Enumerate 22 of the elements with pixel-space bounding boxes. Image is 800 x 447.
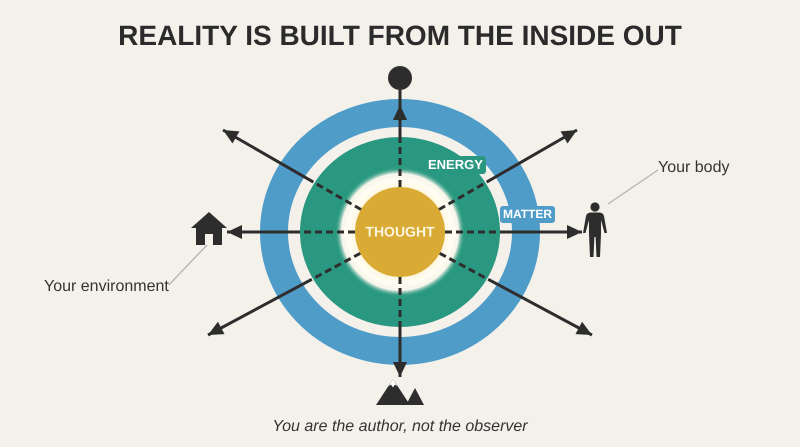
title: REALITY IS BUILT FROM THE INSIDE OUT bbox=[118, 19, 682, 53]
dot-icon bbox=[388, 66, 412, 90]
arrow bbox=[207, 252, 361, 336]
core-label: THOUGHT bbox=[365, 224, 435, 240]
arrow bbox=[445, 225, 582, 239]
arrow bbox=[439, 252, 593, 336]
arrow bbox=[438, 128, 578, 211]
arrow bbox=[227, 225, 355, 239]
leader-line bbox=[608, 169, 658, 205]
arrow bbox=[222, 128, 362, 211]
arrow bbox=[393, 277, 407, 377]
callout-label: Your environment bbox=[44, 277, 169, 297]
ring-label: MATTER bbox=[500, 206, 556, 223]
caption: You are the author, not the observer bbox=[272, 417, 528, 437]
middle-ring bbox=[298, 135, 502, 329]
core-circle bbox=[355, 187, 445, 277]
person-icon bbox=[582, 202, 608, 258]
house-icon bbox=[191, 212, 227, 245]
leader-line bbox=[168, 244, 208, 286]
callout-label: Your body bbox=[658, 158, 730, 178]
arrow bbox=[393, 90, 407, 187]
mountain-icon bbox=[376, 377, 424, 405]
